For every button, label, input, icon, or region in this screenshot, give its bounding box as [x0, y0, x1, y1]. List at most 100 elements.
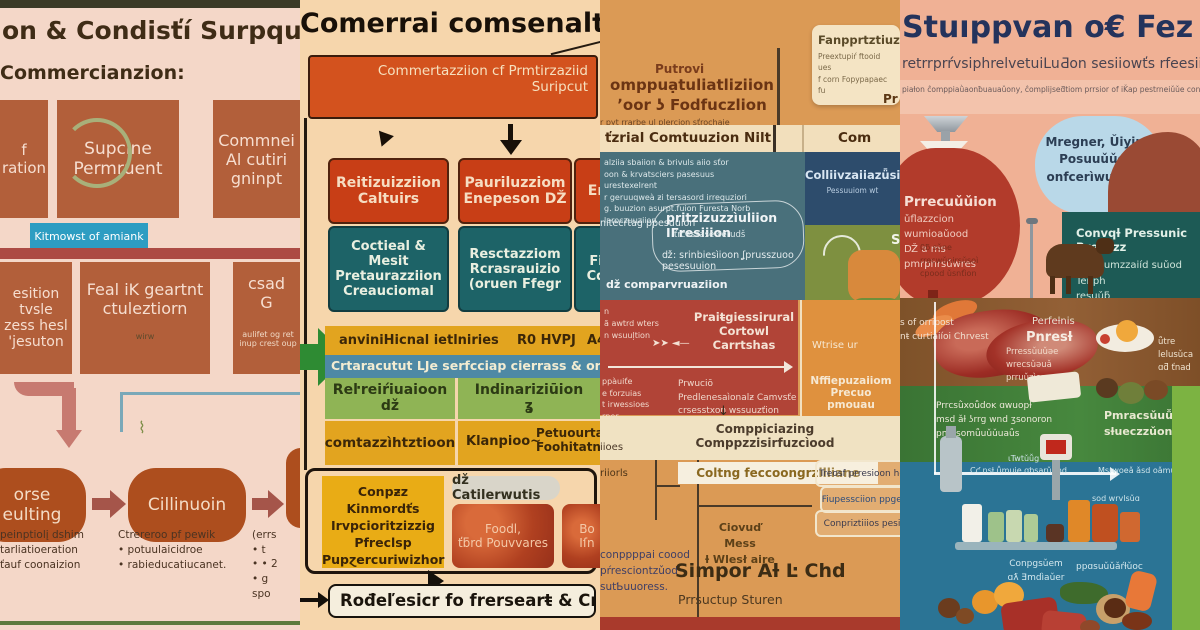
blue-strip: Crtaracutut Ǉe serfcciap cierrass & orre… [325, 355, 600, 378]
header-band: ťzrial Comtuuzion Niltoŕrn Com [600, 125, 900, 152]
yellow-band: anviniHicnal ietlniries R0 HVPJ A4 [325, 326, 600, 355]
cream-band-label: Comppiciazing Comppzzisirfuzcìood [695, 422, 835, 450]
panel-2-commercialization-flowchart: Comerrai comsenaltïontzv Commertazziion … [300, 0, 600, 630]
arrow-down-icon: ↓ [718, 404, 729, 419]
berry-image [1096, 378, 1118, 398]
orange-box-label: Wtrise ur [812, 340, 858, 351]
cream-band-label: iioes [600, 442, 624, 453]
flow-box: Reitizuizziion Caltuirs [328, 158, 449, 224]
funnel-icon [924, 116, 968, 132]
rounded-flow-box: Cillinuoin [128, 468, 246, 542]
egg-image [1116, 320, 1138, 342]
green-band-text: Prrcsǜxoǚdoĸ ɑwuopƚ msd ǎƚ ʖrrg wnd ʒson… [936, 401, 1053, 439]
orange-rounded-box [848, 250, 900, 302]
green-cup-image [1006, 510, 1022, 542]
cut-label: Pr [883, 92, 898, 106]
teal-panel-label: pritzizuzzìuliion IΓresiiion [666, 210, 778, 240]
connector-line [777, 48, 780, 150]
outline-box-label: Treosf prresioon he [815, 460, 900, 487]
apricot-image [972, 590, 998, 614]
callout-text: Preextupiŕ ftooid ues f corn Fopypapaec … [818, 52, 888, 95]
yellow-band-label: anviniHicnal ietlniries [339, 333, 499, 348]
band-divider [802, 125, 804, 152]
circle-decoration [62, 118, 132, 188]
sauce-cup-image [1120, 512, 1140, 542]
nut-image [1104, 598, 1126, 618]
green-cup-image [1024, 514, 1038, 542]
bottom-bar-label: Rođeľesicr fo frersearŧ & Cneecim Ofi im… [328, 584, 596, 618]
white-strip-label: Coltng feccoongrzilliane [678, 462, 878, 484]
flow-box: esition tvsle zess hesl 'jesuton [0, 262, 72, 374]
blue-band-label: Msrwoeǎ ǎsd oǎmuuzcǔc [1098, 466, 1199, 475]
yellow-band-label: R0 HVPJ [517, 333, 576, 348]
top-left-text: omppuạtuliatliziion ʼoor ʖ Fodfuczlion [610, 76, 774, 114]
dark-blue-box-small: Pessuuiom wt [826, 186, 879, 195]
status-tag: Kitmowst of amiank [30, 223, 148, 250]
orange-box: Nffiepuzaiiom Precuo pmouau [800, 370, 900, 416]
dark-blue-box-label: Colliivzaiiazǖsiloon [805, 168, 900, 182]
panel-3-contribution-flowchart: Putrovi omppuạtuliatliziion ʼoor ʖ Fodfu… [600, 0, 900, 630]
blue-band: ɩTwtǔǚg Cƈ nsƚ ǚmuie ɑƅsarǔǔnd Msrwoeǎ ǎ… [900, 302, 1200, 630]
blender-stand [1052, 460, 1060, 500]
olive-label: S [891, 233, 900, 248]
connector-line [62, 388, 76, 432]
bottom-red-strip [600, 617, 900, 630]
note-text: Ctrereroo pf pewik • potuulaicidroe • ra… [118, 529, 227, 572]
bottle-image [940, 436, 962, 492]
salmon-image [1123, 569, 1159, 613]
cow-illustration [1046, 244, 1104, 278]
red-panel-text: n ã awtrd wters n wsuuļtion [604, 307, 659, 340]
juice-glass-image [1068, 500, 1090, 542]
arrow-right-icon [318, 592, 329, 608]
yellow-cell: Klanpioo~ Petuourtal Foohitatnal [458, 421, 600, 465]
green-arrow-icon [300, 344, 318, 370]
bottom-title: Simpor Aƚ Ŀ Chd [675, 560, 846, 582]
blue-band-label: ɩTwtǔǚg [1008, 454, 1040, 463]
arrow-right-icon [268, 490, 284, 518]
panel4-subtitle: retrrprŕvsiphrelvetuiLuƋon sesiiowťs rfe… [902, 56, 1200, 72]
blob-title: Prrecuǔǔion [904, 194, 997, 210]
blue-band-label: Cƈ nsƚ ǚmuie ɑƅsarǔǔnd [970, 466, 1067, 475]
flow-box: Feal iK geartnt ctuleztiorn [80, 262, 210, 374]
outline-box-label: Fiupessciion ppgee [820, 486, 900, 513]
arrow-line [608, 366, 786, 368]
horizontal-bar [0, 248, 300, 259]
connector-line [550, 38, 600, 56]
panel4-paragraph: piaƚon ĉomppiaǜaonƀuauaǔony, ĉomplijseƌt… [902, 85, 1200, 94]
teal-panel-label: ǆ comparvruaziion [606, 278, 728, 291]
callout-box: Fanpprtztiuzb Preextupiŕ ftooid ues f co… [812, 25, 900, 105]
double-arrow-icon: ➤➤ ◄— [652, 338, 690, 349]
cow-illustration [1050, 276, 1055, 294]
panel-1-commercialization-flowchart: on & Condisťí Surpqury ťatra Commercianz… [0, 0, 300, 630]
flow-box-small-text: wirw [135, 332, 155, 341]
sauce-jar-image [1092, 504, 1118, 542]
arrow-down-icon [56, 430, 82, 448]
panel2-title: Comerrai comsenaltïontzv [300, 8, 600, 39]
top-left-heading: Putrovi [655, 62, 705, 76]
top-dark-bar [0, 0, 300, 8]
note-text: peinptiolį dshim tarliatioeration ťauf c… [0, 529, 84, 572]
green-cup-image [988, 512, 1004, 542]
bottom-subtitle: Prrsuctup Sturen [678, 592, 783, 607]
teal-panel-text: alziia sbaiion & brivuls aiio sťor oon &… [604, 158, 751, 225]
banner-box: Commertazziion cf Prmtirzaziid Suripcut [308, 55, 598, 119]
connector-line [697, 505, 812, 507]
meat-image-label: Foodl, ťƃrd Pouvvares [452, 504, 554, 568]
yellow-cell: comtazzìhtztioon [325, 421, 455, 465]
arrow-down-icon [500, 140, 522, 155]
red-blob-shape: Prrecuǔǔion ǔflazzcion wumioaǔood Ǆ a ms… [900, 148, 1020, 306]
flow-box: Coctieal & Mesit Pretaurazziion Creaucio… [328, 226, 449, 312]
green-cell: Indinariziūion ʓ [458, 378, 600, 419]
center-text: Ciovuď Mess ƚ Wlesł aire [705, 521, 775, 566]
meat-image-label: Bo Iſn [562, 504, 600, 568]
rounded-flow-box: orse eulting [0, 468, 86, 542]
flow-box: Fi Cq [574, 226, 600, 312]
connector-line [304, 118, 307, 470]
arrow-right-icon [92, 498, 110, 510]
blue-band-label: ppɑsuǔǔǎŕƚǔoc [1076, 562, 1143, 572]
dark-blue-box: Colliivzaiiazǖsiloon Pessuuiom wt [805, 152, 900, 225]
connector-line [697, 460, 699, 630]
flow-box: Er [574, 158, 600, 224]
arrow-right-icon [784, 361, 793, 373]
berry-image [1118, 382, 1144, 404]
